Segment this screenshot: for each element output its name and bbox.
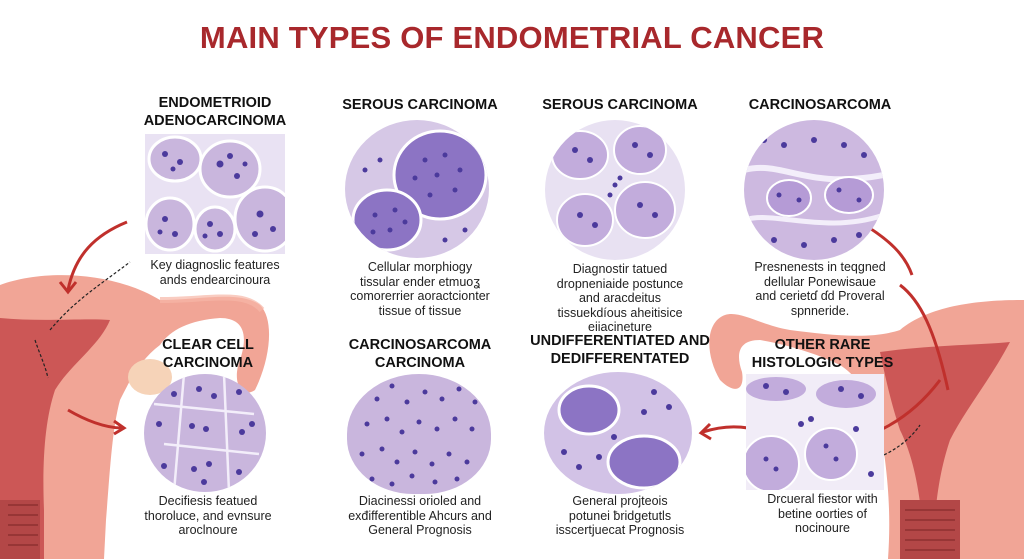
card-heading: ENDOMETRIOID ADENOCARCINOMA	[143, 95, 287, 129]
micrograph-image	[545, 120, 685, 260]
micrograph-image	[145, 134, 285, 254]
card-undifferentiated-dedifferentiated: UNDIFFERENTIATED AND DEDIFFERENTATED Gen…	[520, 332, 720, 547]
card-heading: SEROUS CARCINOMA	[542, 97, 698, 113]
card-heading: UNDIFFERENTIATED AND DEDIFFERENTATED	[530, 333, 710, 367]
micrograph-image	[144, 374, 266, 492]
card-heading: CARCINOSARCOMA CARCINOMA	[348, 337, 492, 371]
micrograph-image	[746, 374, 884, 490]
card-caption: Drcueral fiestor with betine oorties of …	[767, 492, 878, 535]
card-caption: Diacinessi orioled and exđifferentible A…	[348, 494, 492, 537]
card-endometrioid-adenocarcinoma: ENDOMETRIOID ADENOCARCINOMA Key diagnosl…	[120, 94, 310, 294]
micrograph-image	[345, 120, 489, 258]
card-heading: CARCINOSARCOMA	[748, 97, 892, 113]
micrograph-image	[544, 372, 692, 494]
card-serous-carcinoma-1: SEROUS CARCINOMA Cellular morphiogy tiss…	[315, 96, 525, 318]
card-carcinosarcoma-carcinoma: CARCINOSARCOMA CARCINOMA Diacinessi orio…	[325, 336, 515, 546]
card-caption: Cellular morphiogy tissular ender etmuoʓ…	[350, 260, 490, 318]
micrograph-image	[744, 120, 884, 260]
card-caption: Decifiesis featued thoroluce, and evnsur…	[144, 494, 272, 537]
card-serous-carcinoma-2: SEROUS CARCINOMA Diagnostir tatued dropn…	[515, 96, 725, 334]
page-title: MAIN TYPES OF ENDOMETRIAL CANCER	[199, 20, 825, 55]
card-carcinosarcoma: CARCINOSARCOMA Presnenests in teqgned de…	[720, 96, 920, 318]
micrograph-image	[347, 374, 491, 494]
card-heading: CLEAR CELL CARCINOMA	[162, 337, 254, 371]
card-heading: SEROUS CARCINOMA	[342, 97, 498, 113]
card-other-rare-histologic-types: OTHER RARE HISTOLOGIC TYPES Drcueral fie…	[740, 336, 905, 546]
card-caption: Presnenests in teqgned dellular Ponewisa…	[754, 260, 886, 318]
card-clear-cell-carcinoma: CLEAR CELL CARCINOMA Decifiesis featued …	[118, 336, 298, 546]
card-caption: Key diagnoslic features ands endearcinou…	[150, 258, 280, 287]
card-caption: Diagnostir tatued dropneniaide postunce …	[556, 262, 684, 334]
card-heading: OTHER RARE HISTOLOGIC TYPES	[751, 337, 894, 371]
card-caption: General projteois potunei ƀridgetutls is…	[555, 494, 685, 537]
